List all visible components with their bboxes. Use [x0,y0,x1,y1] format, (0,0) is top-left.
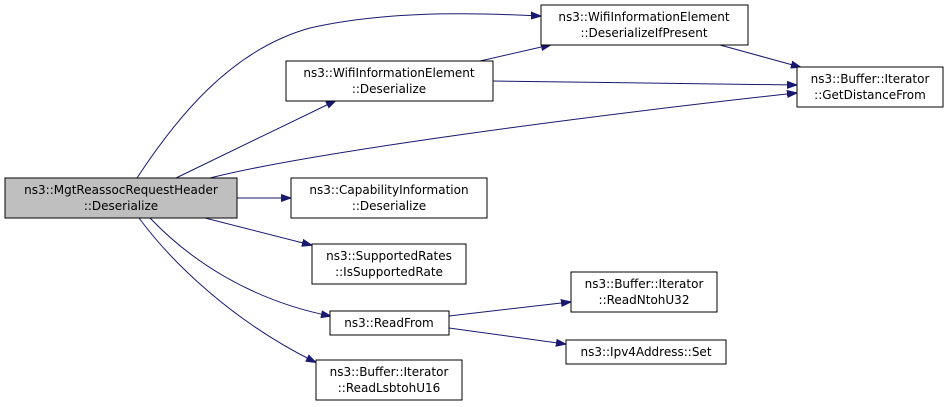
edge-wie-deserialize-to-get-distance-from [492,80,796,85]
node-root-line1: ns3::MgtReassocRequestHeader [24,183,218,197]
node-buffer-read-lsbtohu16[interactable]: ns3::Buffer::Iterator ::ReadLsbtohU16 [315,359,463,401]
edge-root-to-is-supported-rate [204,217,311,245]
edge-root-to-wie-deserialize-if-present [136,14,540,179]
node-buffer-read-lsbtohu16-line1: ns3::Buffer::Iterator [330,365,449,379]
edge-wie-deserialize-if-present-to-get-distance-from [719,44,800,67]
node-capability-deserialize[interactable]: ns3::CapabilityInformation ::Deserialize [290,177,488,219]
node-capability-deserialize-line2: ::Deserialize [352,199,426,213]
node-buffer-get-distance-from[interactable]: ns3::Buffer::Iterator ::GetDistanceFrom [796,66,944,108]
edge-read-from-to-ipv4-set [448,327,565,344]
node-root-line2: ::Deserialize [84,199,158,213]
node-wie-deserialize[interactable]: ns3::WifiInformationElement ::Deserializ… [285,60,494,102]
node-supported-rates-is-supported-line2: ::IsSupportedRate [335,265,443,279]
node-buffer-read-ntohu32-line2: ::ReadNtohU32 [599,293,690,307]
edge-root-to-wie-deserialize [175,101,335,179]
node-buffer-get-distance-from-line1: ns3::Buffer::Iterator [811,72,930,86]
node-ipv4-address-set[interactable]: ns3::Ipv4Address::Set [565,339,727,365]
node-buffer-read-ntohu32[interactable]: ns3::Buffer::Iterator ::ReadNtohU32 [570,271,718,313]
node-buffer-read-ntohu32-line1: ns3::Buffer::Iterator [585,277,704,291]
edge-root-to-read-from [149,217,330,316]
edge-root-to-read-lsbtohu16 [138,217,315,362]
node-wie-deserialize-if-present-line1: ns3::WifiInformationElement [558,10,730,24]
node-read-from-line1: ns3::ReadFrom [344,316,433,330]
node-buffer-get-distance-from-line2: ::GetDistanceFrom [814,88,926,102]
node-capability-deserialize-line1: ns3::CapabilityInformation [309,183,468,197]
node-root[interactable]: ns3::MgtReassocRequestHeader ::Deseriali… [4,177,238,219]
node-read-from[interactable]: ns3::ReadFrom [329,310,450,336]
node-buffer-read-lsbtohu16-line2: ::ReadLsbtohU16 [338,381,441,395]
edge-wie-deserialize-to-wie-deserialize-if-present [479,45,550,62]
edge-root-to-get-distance-from [209,93,796,179]
node-wie-deserialize-if-present-line2: ::DeserializeIfPresent [580,26,707,40]
node-wie-deserialize-line1: ns3::WifiInformationElement [303,66,475,80]
node-supported-rates-is-supported-line1: ns3::SupportedRates [326,249,452,263]
node-wie-deserialize-if-present[interactable]: ns3::WifiInformationElement ::Deserializ… [540,4,749,46]
edges [136,14,800,362]
node-ipv4-address-set-line1: ns3::Ipv4Address::Set [580,345,711,359]
edge-read-from-to-read-ntohu32 [448,302,570,317]
node-supported-rates-is-supported[interactable]: ns3::SupportedRates ::IsSupportedRate [311,243,467,285]
node-wie-deserialize-line2: ::Deserialize [352,82,426,96]
